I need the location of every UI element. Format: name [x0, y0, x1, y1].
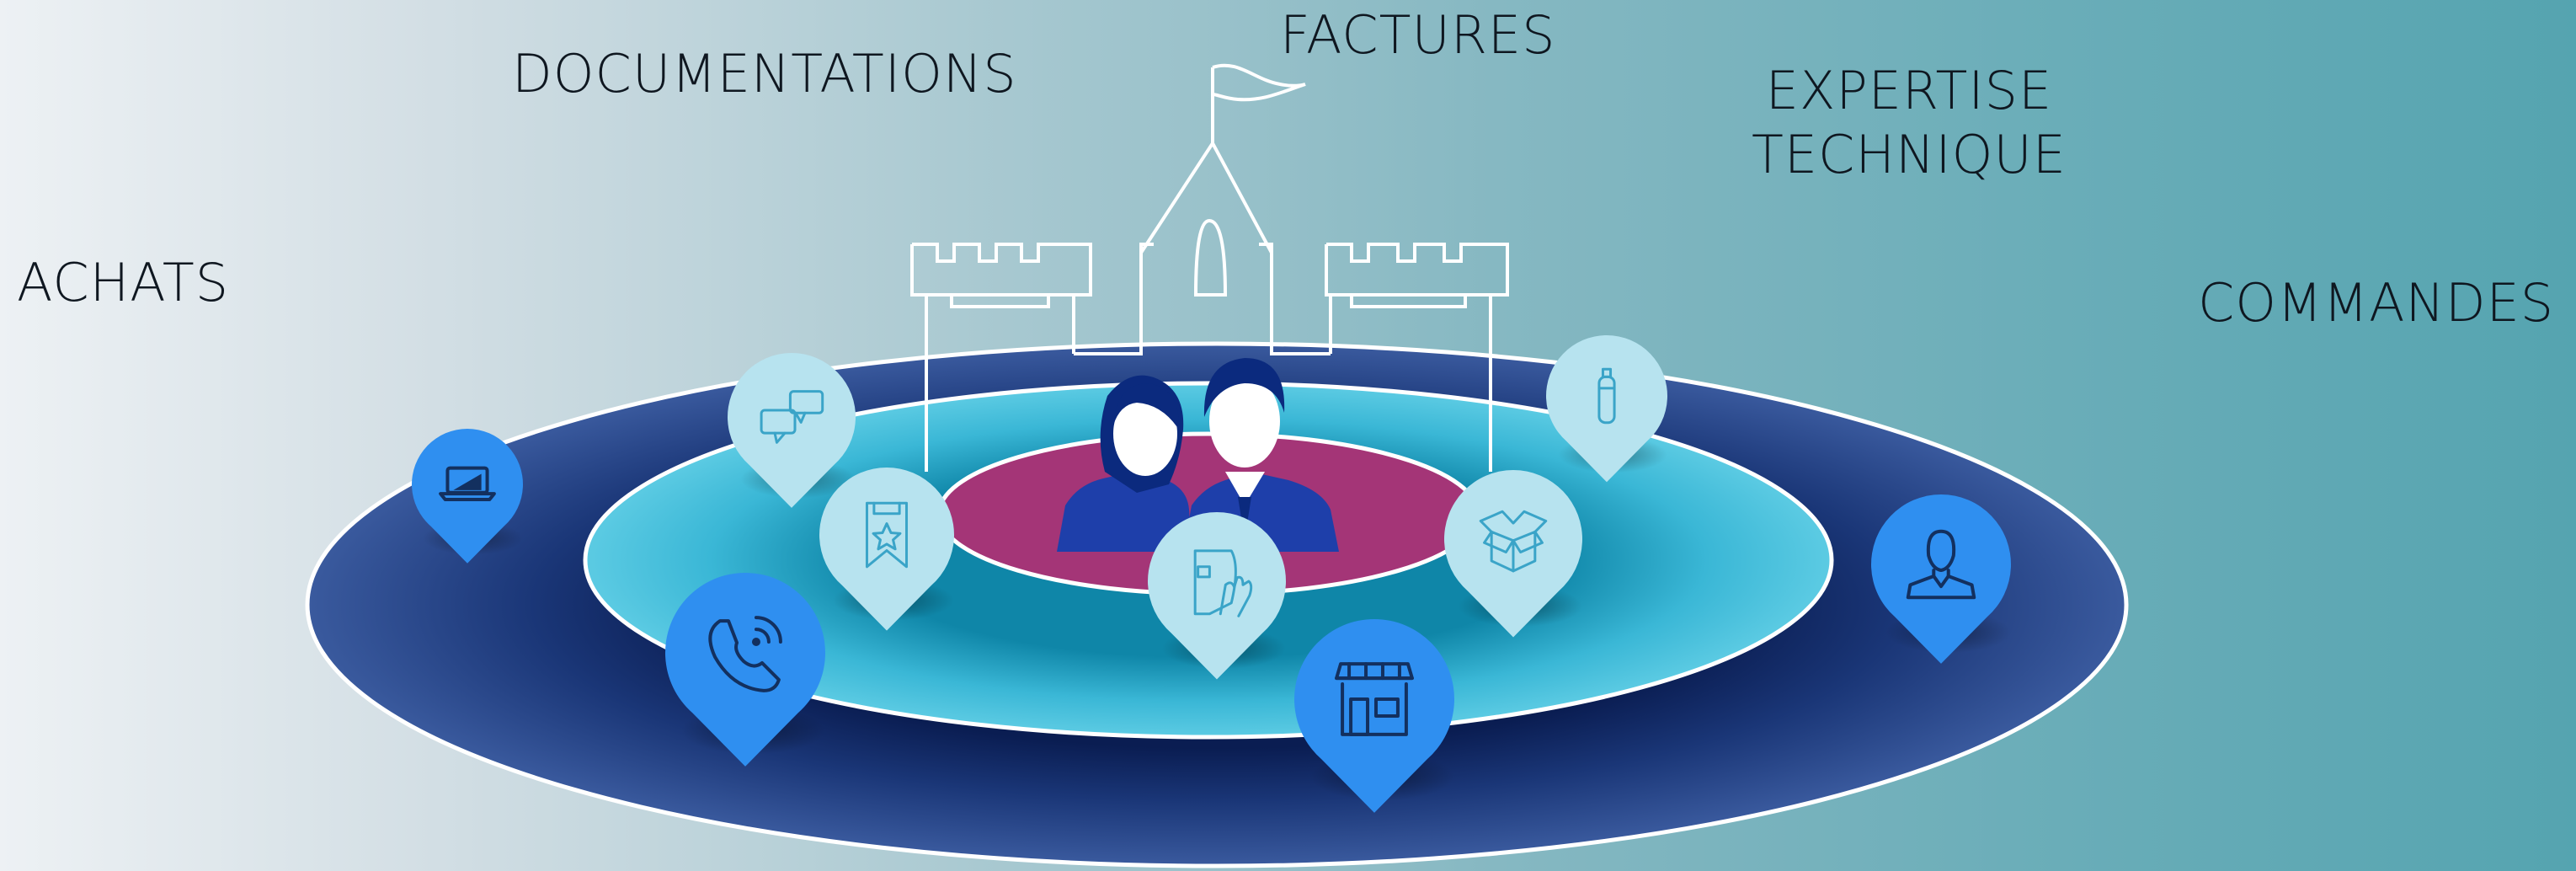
pin-marker [412, 428, 523, 564]
gas-cylinder-pin [1546, 335, 1667, 483]
label-achats: ACHATS [17, 252, 230, 313]
pin-marker [1148, 512, 1287, 680]
label-expertise-technique: EXPERTISE TECHNIQUE [1752, 59, 2067, 186]
chat-bubbles-pin [728, 352, 856, 508]
phone-icon [708, 616, 782, 692]
face-shield-pin [1148, 512, 1287, 680]
phone-pin [665, 573, 826, 767]
face-shield-icon [1193, 549, 1253, 617]
pin-marker [728, 352, 856, 508]
people-icon [1057, 358, 1339, 552]
label-expertise-line2: TECHNIQUE [1752, 123, 2067, 185]
castle-icon [910, 63, 1509, 472]
storefront-icon [1335, 662, 1414, 736]
label-factures: FACTURES [1280, 4, 1556, 66]
storefront-pin [1294, 619, 1454, 813]
laptop-icon [439, 466, 496, 502]
bookmark-star-icon [865, 501, 909, 569]
gas-cylinder-icon [1597, 367, 1616, 425]
bookmark-star-pin [819, 468, 954, 631]
open-box-pin [1444, 470, 1582, 638]
open-box-icon [1479, 510, 1548, 573]
pin-marker [1546, 335, 1667, 483]
chat-bubbles-icon [760, 390, 824, 444]
label-expertise-line1: EXPERTISE [1765, 60, 2053, 121]
pin-marker [1871, 494, 2011, 664]
pin-marker [819, 468, 954, 631]
pin-marker [665, 573, 826, 767]
person-pin [1871, 494, 2011, 664]
laptop-pin [412, 428, 523, 564]
person-icon [1906, 529, 1976, 600]
label-commandes: COMMANDES [2198, 272, 2555, 334]
label-documentations: DOCUMENTATIONS [512, 43, 1017, 104]
